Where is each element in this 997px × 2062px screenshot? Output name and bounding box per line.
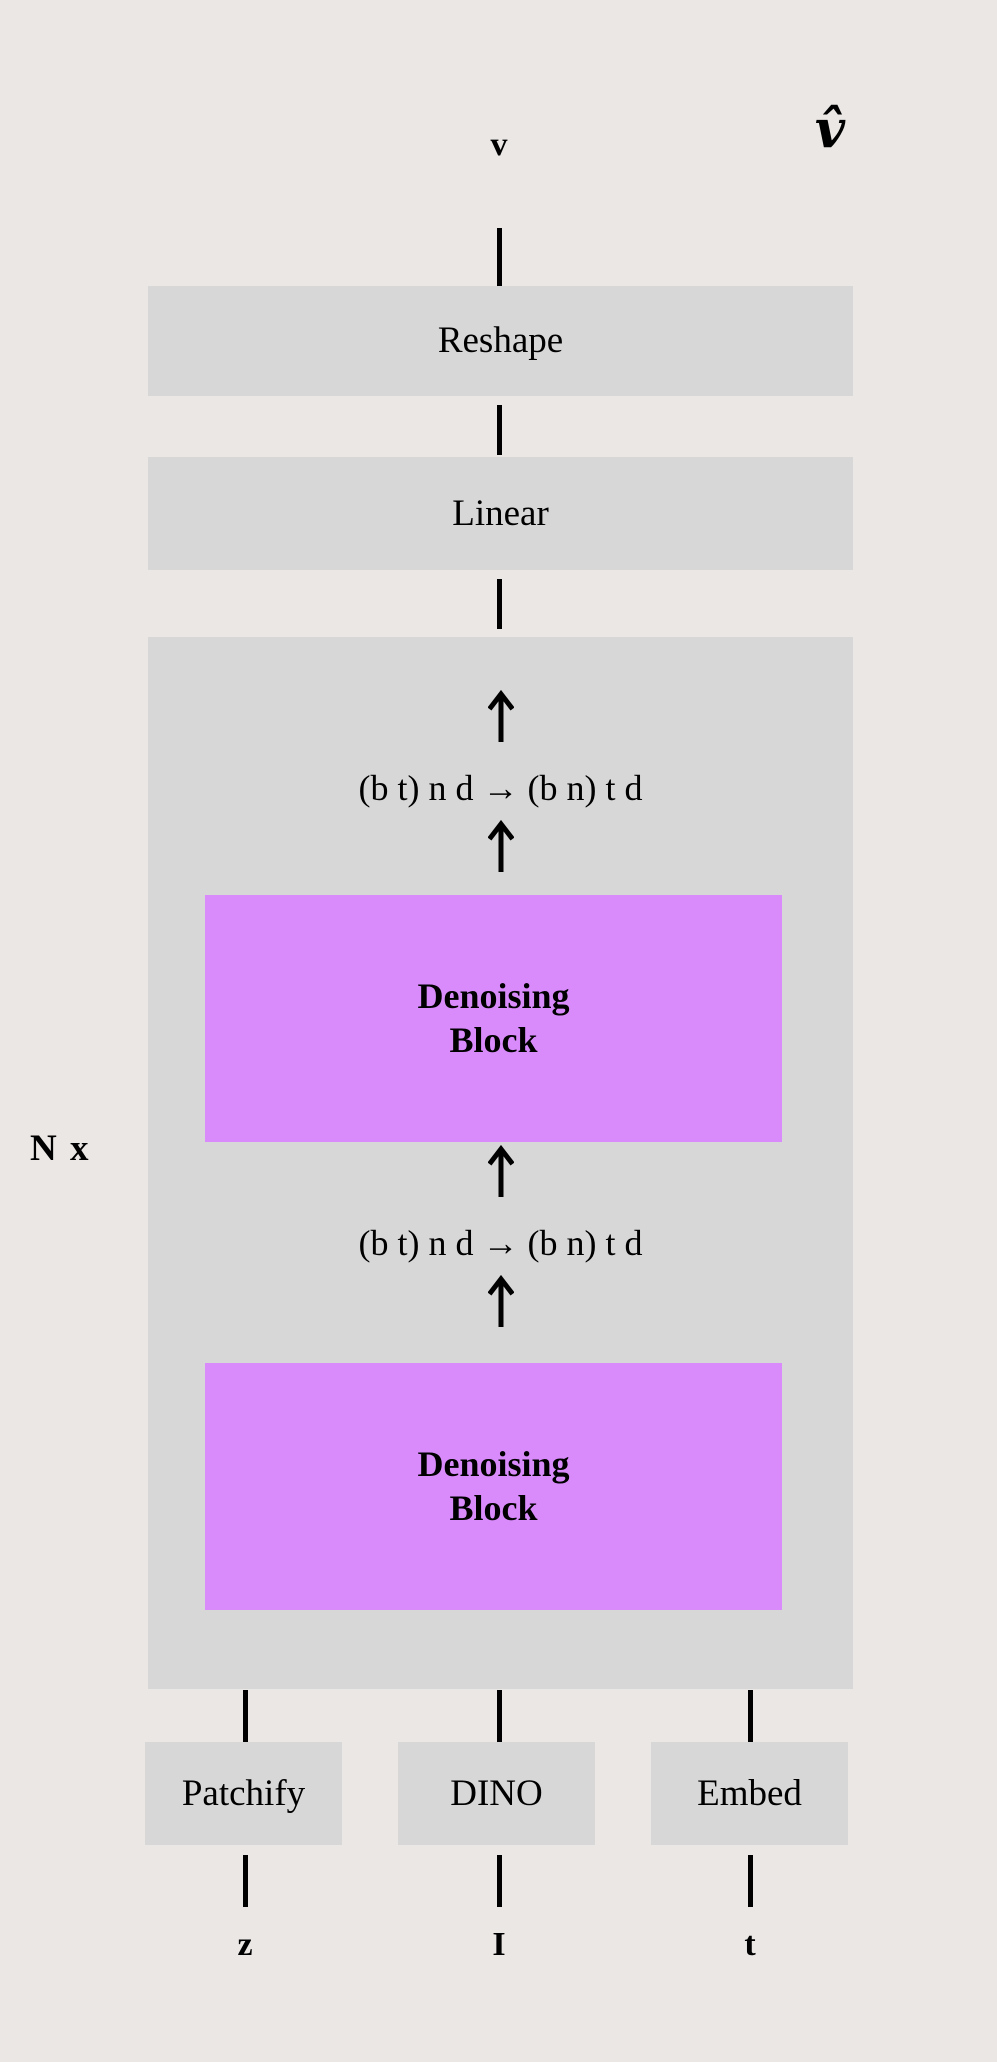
edge-dino-to-stack xyxy=(497,1690,502,1742)
edge-reshape-to-output xyxy=(497,228,502,286)
edge-i-to-dino xyxy=(497,1855,502,1907)
arrow-up-icon xyxy=(488,1275,514,1327)
arrow-up-icon xyxy=(488,690,514,742)
denoising-block-upper[interactable]: Denoising Block xyxy=(205,895,782,1142)
embed-label: Embed xyxy=(697,1772,802,1814)
patchify-box[interactable]: Patchify xyxy=(145,1742,342,1845)
denoising-block-upper-label: Denoising Block xyxy=(417,975,569,1063)
edge-t-to-embed xyxy=(748,1855,753,1907)
edge-nblock-to-linear xyxy=(497,579,502,629)
rearrange-upper-label: (b t) n d → (b n) t d xyxy=(358,768,643,808)
reshape-label: Reshape xyxy=(437,320,564,362)
input-symbol-z: z xyxy=(237,1926,253,1963)
output-velocity-hat-label: 𝒗̂ xyxy=(814,102,846,159)
edge-z-to-patchify xyxy=(243,1855,248,1907)
embed-box[interactable]: Embed xyxy=(651,1742,848,1845)
reshape-box[interactable]: Reshape xyxy=(148,286,853,396)
input-symbol-t: t xyxy=(744,1926,756,1963)
dino-label: DINO xyxy=(450,1772,543,1814)
input-symbol-i: I xyxy=(492,1926,506,1963)
output-velocity-label: v xyxy=(490,126,508,163)
denoising-block-lower-line2: Block xyxy=(449,1487,538,1528)
arrow-up-icon xyxy=(488,820,514,872)
denoising-block-upper-line2: Block xyxy=(449,1019,538,1060)
denoising-block-lower-label: Denoising Block xyxy=(417,1443,569,1531)
repeat-count-label: N x xyxy=(30,1128,91,1169)
edge-patchify-to-stack xyxy=(243,1690,248,1742)
arrow-up-icon xyxy=(488,1145,514,1197)
dino-box[interactable]: DINO xyxy=(398,1742,595,1845)
edge-embed-to-stack xyxy=(748,1690,753,1742)
linear-label: Linear xyxy=(452,492,549,534)
denoising-block-lower-line1: Denoising xyxy=(417,1443,570,1484)
denoising-block-upper-line1: Denoising xyxy=(417,975,570,1016)
rearrange-lower-label: (b t) n d → (b n) t d xyxy=(358,1223,643,1263)
patchify-label: Patchify xyxy=(181,1772,306,1814)
linear-box[interactable]: Linear xyxy=(148,457,853,570)
edge-linear-to-reshape xyxy=(497,405,502,455)
denoising-block-lower[interactable]: Denoising Block xyxy=(205,1363,782,1610)
